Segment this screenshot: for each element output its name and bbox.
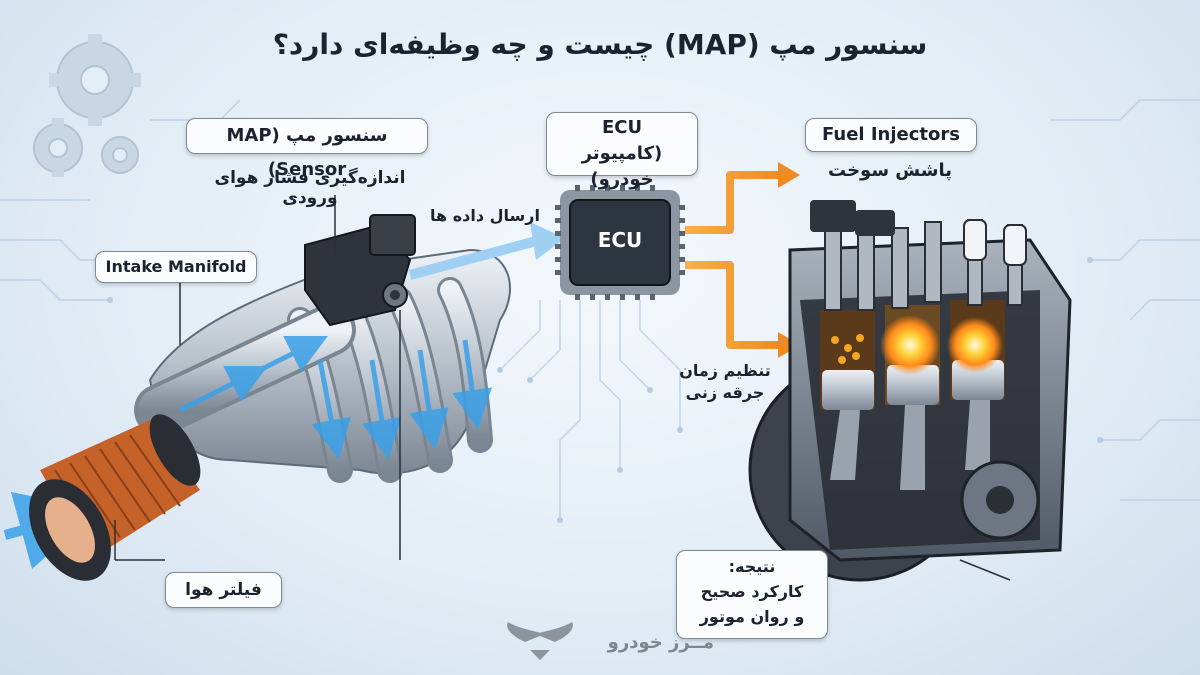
ecu-chip-label: ECU bbox=[597, 228, 643, 252]
brand-logo-text: مــرز خودرو bbox=[607, 632, 714, 653]
ecu-label-box: ECU (کامپیوتر خودرو) bbox=[546, 112, 698, 190]
data-arrow bbox=[408, 235, 542, 280]
result-label-box: نتیجه: کارکرد صحیح و روان موتور bbox=[676, 550, 828, 639]
ecu-label-line2: (کامپیوتر خودرو) bbox=[581, 143, 663, 190]
result-line1: نتیجه: bbox=[728, 557, 776, 576]
fuel-injectors-label: Fuel Injectors bbox=[805, 118, 977, 152]
intake-manifold-label: Intake Manifold bbox=[95, 251, 257, 283]
engine-block bbox=[748, 200, 1072, 582]
ecu-label-line1: ECU bbox=[601, 117, 643, 138]
fuel-spray-label: پاشش سوخت bbox=[828, 160, 952, 181]
ignition-timing-label: تنظیم زمان جرقه زنی bbox=[660, 360, 790, 404]
map-sensor-label: سنسور مپ (MAP Sensor) bbox=[186, 118, 428, 180]
map-sensor-description: اندازه‌گیری فشار هوای ورودی bbox=[214, 168, 406, 208]
ecu-chip bbox=[555, 185, 685, 300]
airflow-arrows bbox=[3, 336, 492, 570]
result-line2: کارکرد صحیح bbox=[700, 582, 804, 601]
page-title: سنسور مپ (MAP) چیست و چه وظیفه‌ای دارد؟ bbox=[272, 28, 928, 61]
winged-logo-icon bbox=[507, 622, 573, 660]
map-sensor bbox=[304, 214, 416, 327]
send-data-label: ارسال داده ها bbox=[430, 206, 540, 225]
ignition-line1: تنظیم زمان bbox=[679, 361, 771, 380]
air-filter-label: فیلتر هوا bbox=[165, 572, 282, 608]
gear-icon bbox=[33, 41, 139, 174]
signal-arrows bbox=[685, 171, 780, 349]
ignition-line2: جرقه زنی bbox=[685, 383, 765, 402]
air-filter bbox=[29, 414, 201, 581]
result-line3: و روان موتور bbox=[699, 607, 805, 626]
